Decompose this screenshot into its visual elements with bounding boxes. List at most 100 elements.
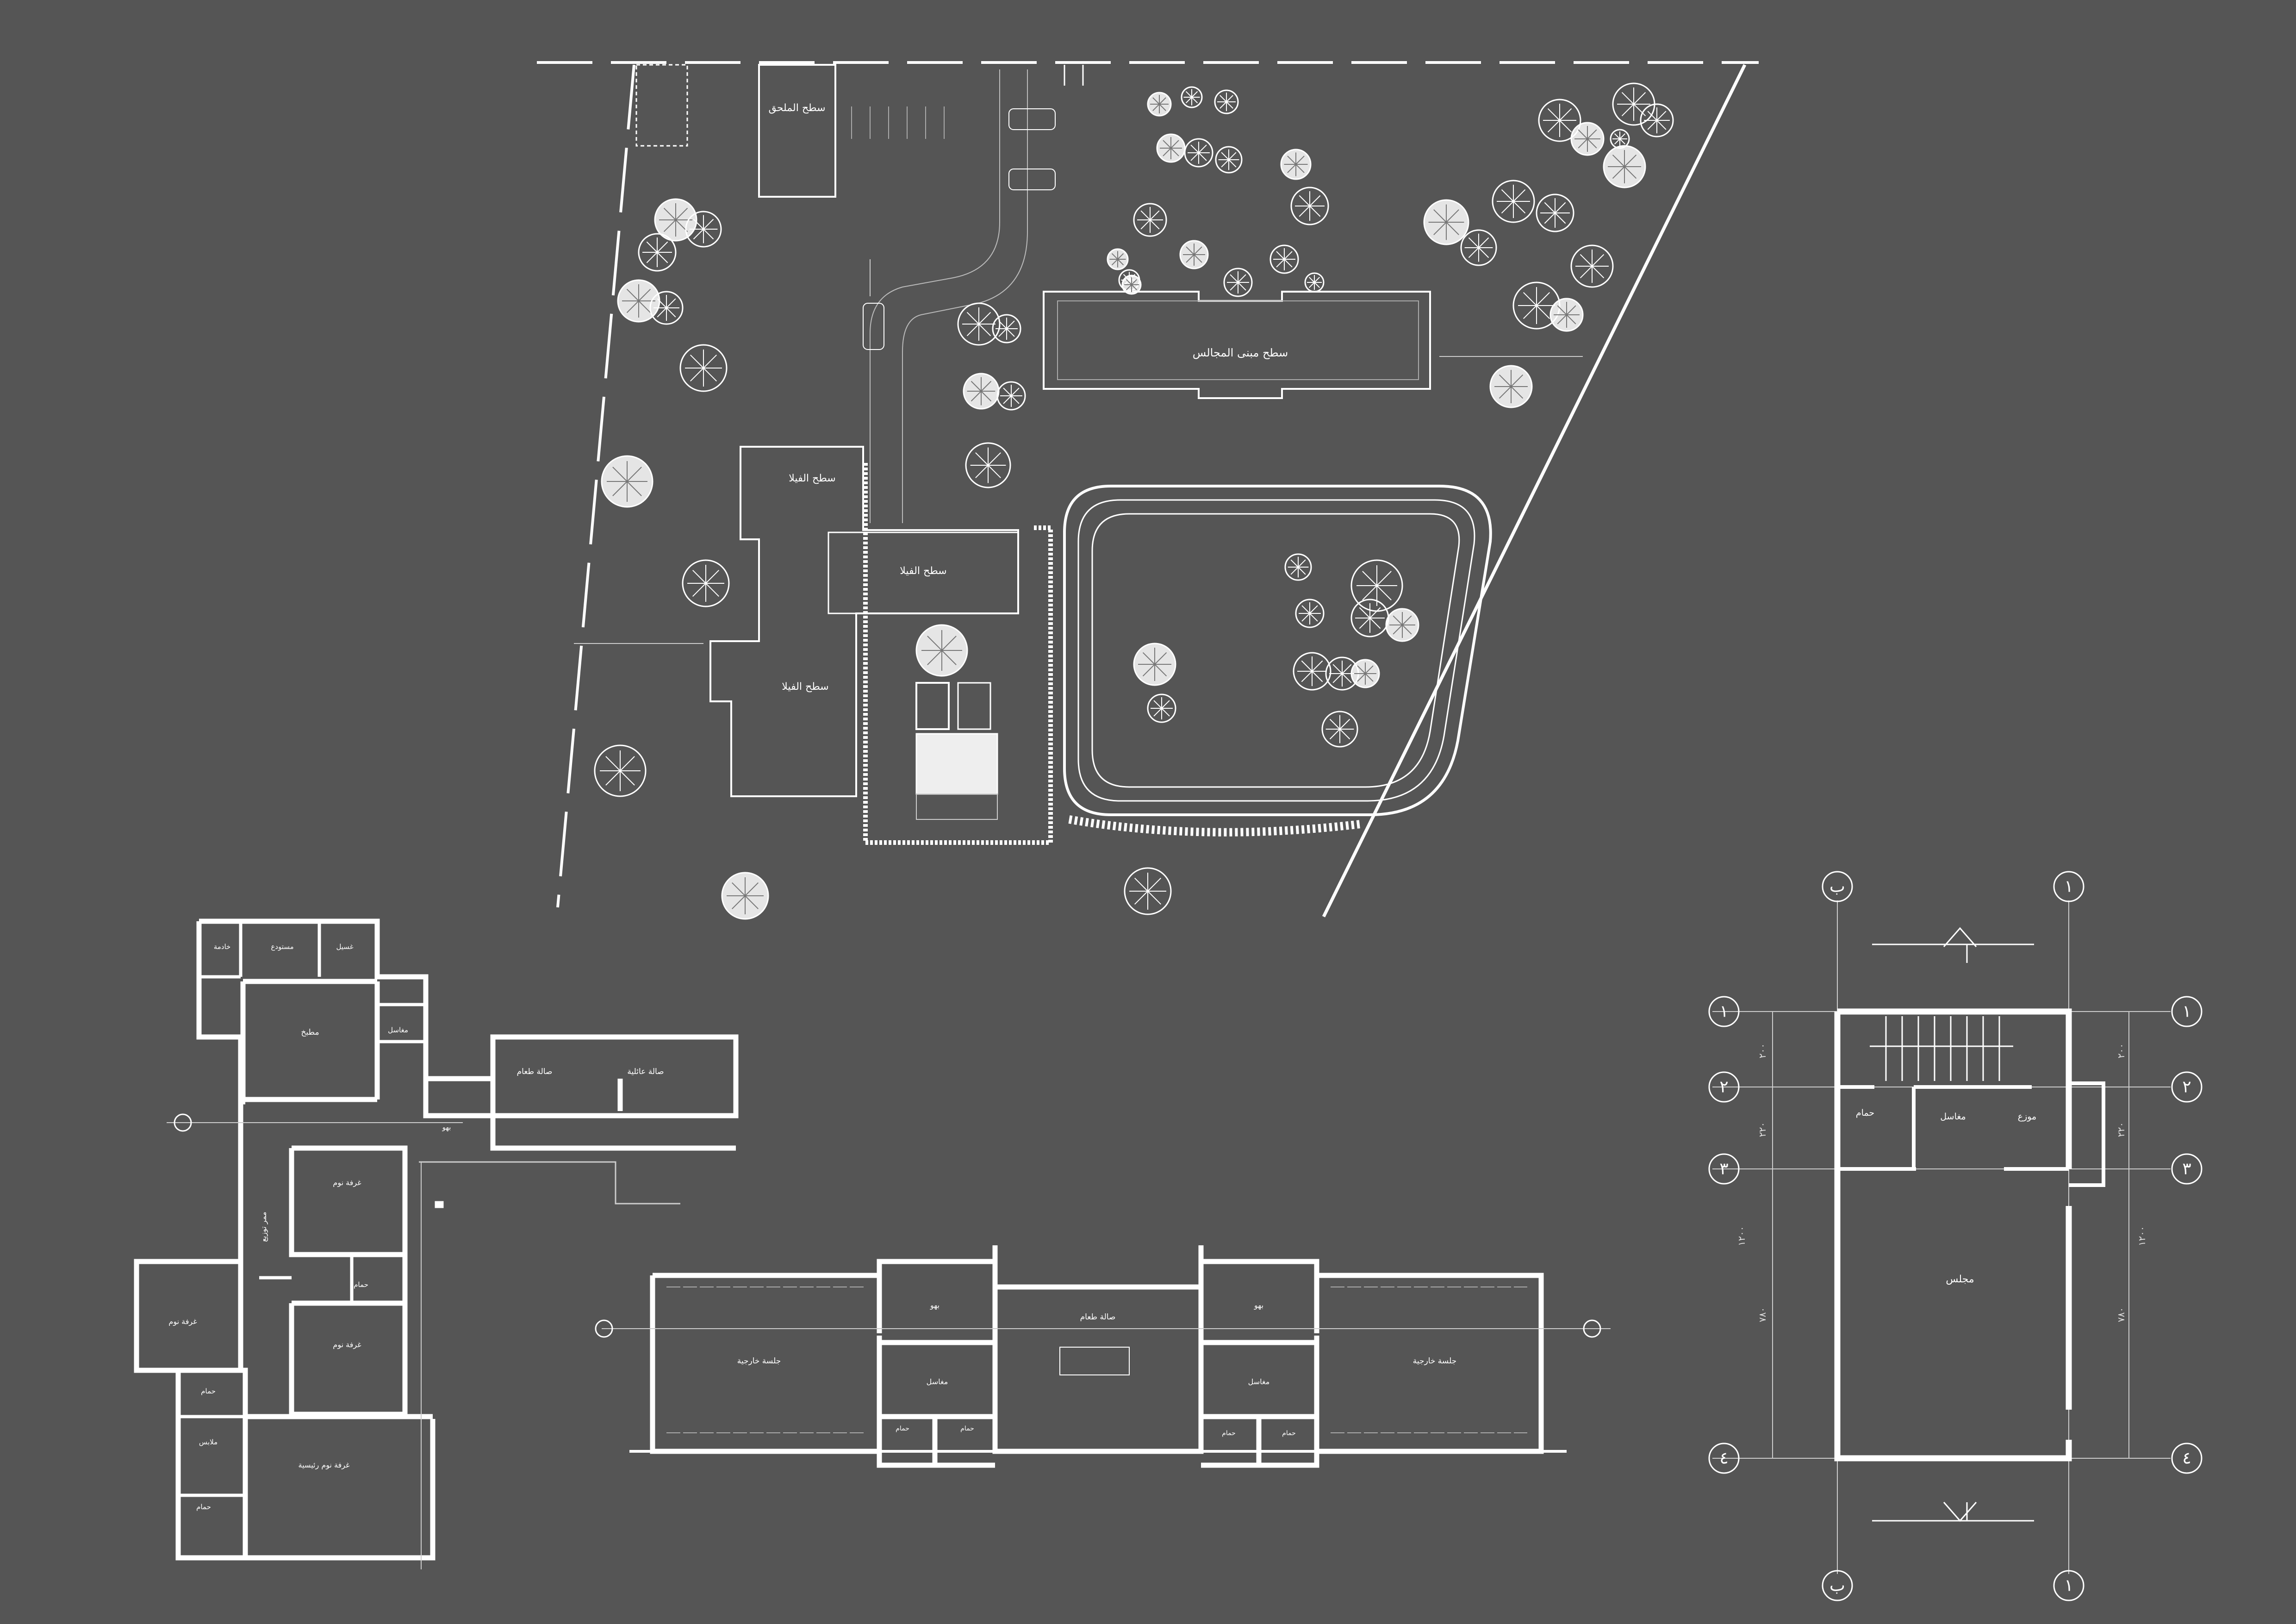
grid-left-2: ٢: [1719, 1078, 1728, 1097]
tree: [992, 314, 1021, 344]
tree: [1489, 365, 1533, 408]
grid-bubbles: [1708, 871, 2203, 1601]
grid-left-4: ٤: [1719, 1449, 1728, 1468]
tree: [1215, 146, 1243, 174]
room-foyer: موزع: [2018, 1112, 2037, 1122]
plan-a-partitions: [180, 921, 426, 1497]
grid-right-3: ٣: [2182, 1160, 2191, 1179]
tree: [1214, 89, 1239, 114]
tree: [1640, 103, 1674, 137]
guard-room: [635, 64, 688, 147]
tree: [1460, 229, 1497, 266]
running-track: [1063, 485, 1492, 816]
room-dining-hall: صالة طعام: [1080, 1312, 1116, 1322]
parked-car: [863, 303, 884, 350]
tree: [721, 872, 769, 920]
annex-building: [758, 64, 836, 198]
tree: [1321, 711, 1358, 748]
room-sinks: مغاسل: [388, 1026, 408, 1034]
room-family: صالة عائلية: [627, 1067, 664, 1076]
roof-label-villa-3: سطح الفيلا: [782, 681, 828, 693]
grid-right-1: ١: [2182, 1002, 2191, 1021]
tree: [1538, 99, 1581, 142]
tree: [1612, 82, 1655, 126]
hedge: [1068, 815, 1362, 837]
tree: [1423, 199, 1469, 245]
room-dining: صالة طعام: [517, 1067, 553, 1076]
tree: [682, 559, 730, 607]
room-wc-4: حمام: [1282, 1430, 1296, 1437]
tree: [1179, 240, 1209, 269]
plan-a-villa: [134, 918, 739, 1569]
room-dressing: ملابس: [199, 1438, 218, 1446]
tree: [1385, 608, 1419, 642]
tree: [1350, 559, 1403, 612]
section-arrow: [1943, 927, 1977, 1522]
room-laundry: غسيل: [336, 943, 353, 951]
driveway: [870, 69, 1000, 523]
room-maid: خادمة: [214, 943, 231, 951]
dim-left-200: ٢٠٠: [1757, 1043, 1768, 1058]
tree: [1133, 203, 1167, 237]
tree: [965, 442, 1011, 488]
tree: [679, 344, 728, 392]
tree: [638, 233, 677, 272]
grid-bottom-b: ب: [1829, 1576, 1845, 1595]
tree: [617, 279, 660, 323]
tree: [957, 302, 1001, 346]
room-bath-2: حمام: [201, 1387, 216, 1395]
room-majlis: مجلس: [1946, 1274, 1974, 1285]
tree: [1570, 122, 1605, 156]
tree: [1570, 244, 1614, 288]
room-bath-1: حمام: [354, 1280, 368, 1289]
section-marker: [595, 1319, 613, 1338]
plan-b-majlis: [595, 1245, 1611, 1468]
pool-deck: [915, 733, 998, 795]
tree: [1290, 187, 1329, 225]
tree: [1304, 272, 1325, 293]
roof-label-annex: سطح الملحق: [768, 102, 825, 114]
tree: [594, 744, 647, 797]
dim-left-220: ٢٢٠: [1757, 1122, 1768, 1137]
dim-right-220: ٢٢٠: [2116, 1122, 2127, 1137]
tree: [996, 381, 1026, 411]
majlis-roof: [1043, 291, 1431, 399]
tree: [1512, 281, 1561, 330]
villa-roof: [709, 446, 1019, 797]
room-bath-3: حمام: [196, 1503, 211, 1511]
plan-c-walls: [1834, 1008, 2072, 1462]
tree: [1350, 599, 1389, 637]
room-hall-left: بهو: [930, 1301, 940, 1310]
tree: [1156, 133, 1186, 163]
room-corridor: ممر توزيع: [259, 1212, 268, 1242]
section-marker: [1583, 1319, 1601, 1338]
room-sinks-c: مغاسل: [1940, 1112, 1966, 1122]
plan-c-annex: [1712, 900, 2171, 1574]
grid-left-3: ٣: [1719, 1160, 1728, 1179]
room-sinks-left: مغاسل: [927, 1377, 948, 1386]
room-bedroom-1: غرفة نوم: [333, 1178, 361, 1187]
tree: [649, 291, 684, 325]
tree: [1223, 268, 1253, 297]
tree: [1536, 194, 1574, 232]
room-store: مستودع: [271, 943, 293, 951]
grid-bottom-1: ١: [2064, 1576, 2073, 1595]
room-kitchen: مطبخ: [301, 1028, 319, 1037]
tree: [1549, 298, 1584, 332]
grid-top-1: ١: [2064, 877, 2073, 896]
section-marker: [174, 1113, 192, 1132]
room-bedroom-2: غرفة نوم: [168, 1317, 197, 1326]
tree: [1184, 138, 1213, 168]
room-wc-1: حمام: [896, 1425, 909, 1432]
grid-top-b: ب: [1829, 877, 1845, 896]
dim-right-780: ٧٨٠: [2116, 1307, 2127, 1322]
dining-table: [1059, 1347, 1130, 1375]
property-boundary: [537, 61, 1759, 918]
tree: [1107, 248, 1129, 270]
room-wc-3: حمام: [1222, 1430, 1236, 1437]
room-bath-c: حمام: [1856, 1108, 1874, 1118]
site-trees: [594, 82, 1674, 920]
dim-right-200: ٢٠٠: [2116, 1043, 2127, 1058]
tree: [963, 373, 1000, 410]
dim-right-1200: ١٢٠٠: [2136, 1226, 2147, 1246]
